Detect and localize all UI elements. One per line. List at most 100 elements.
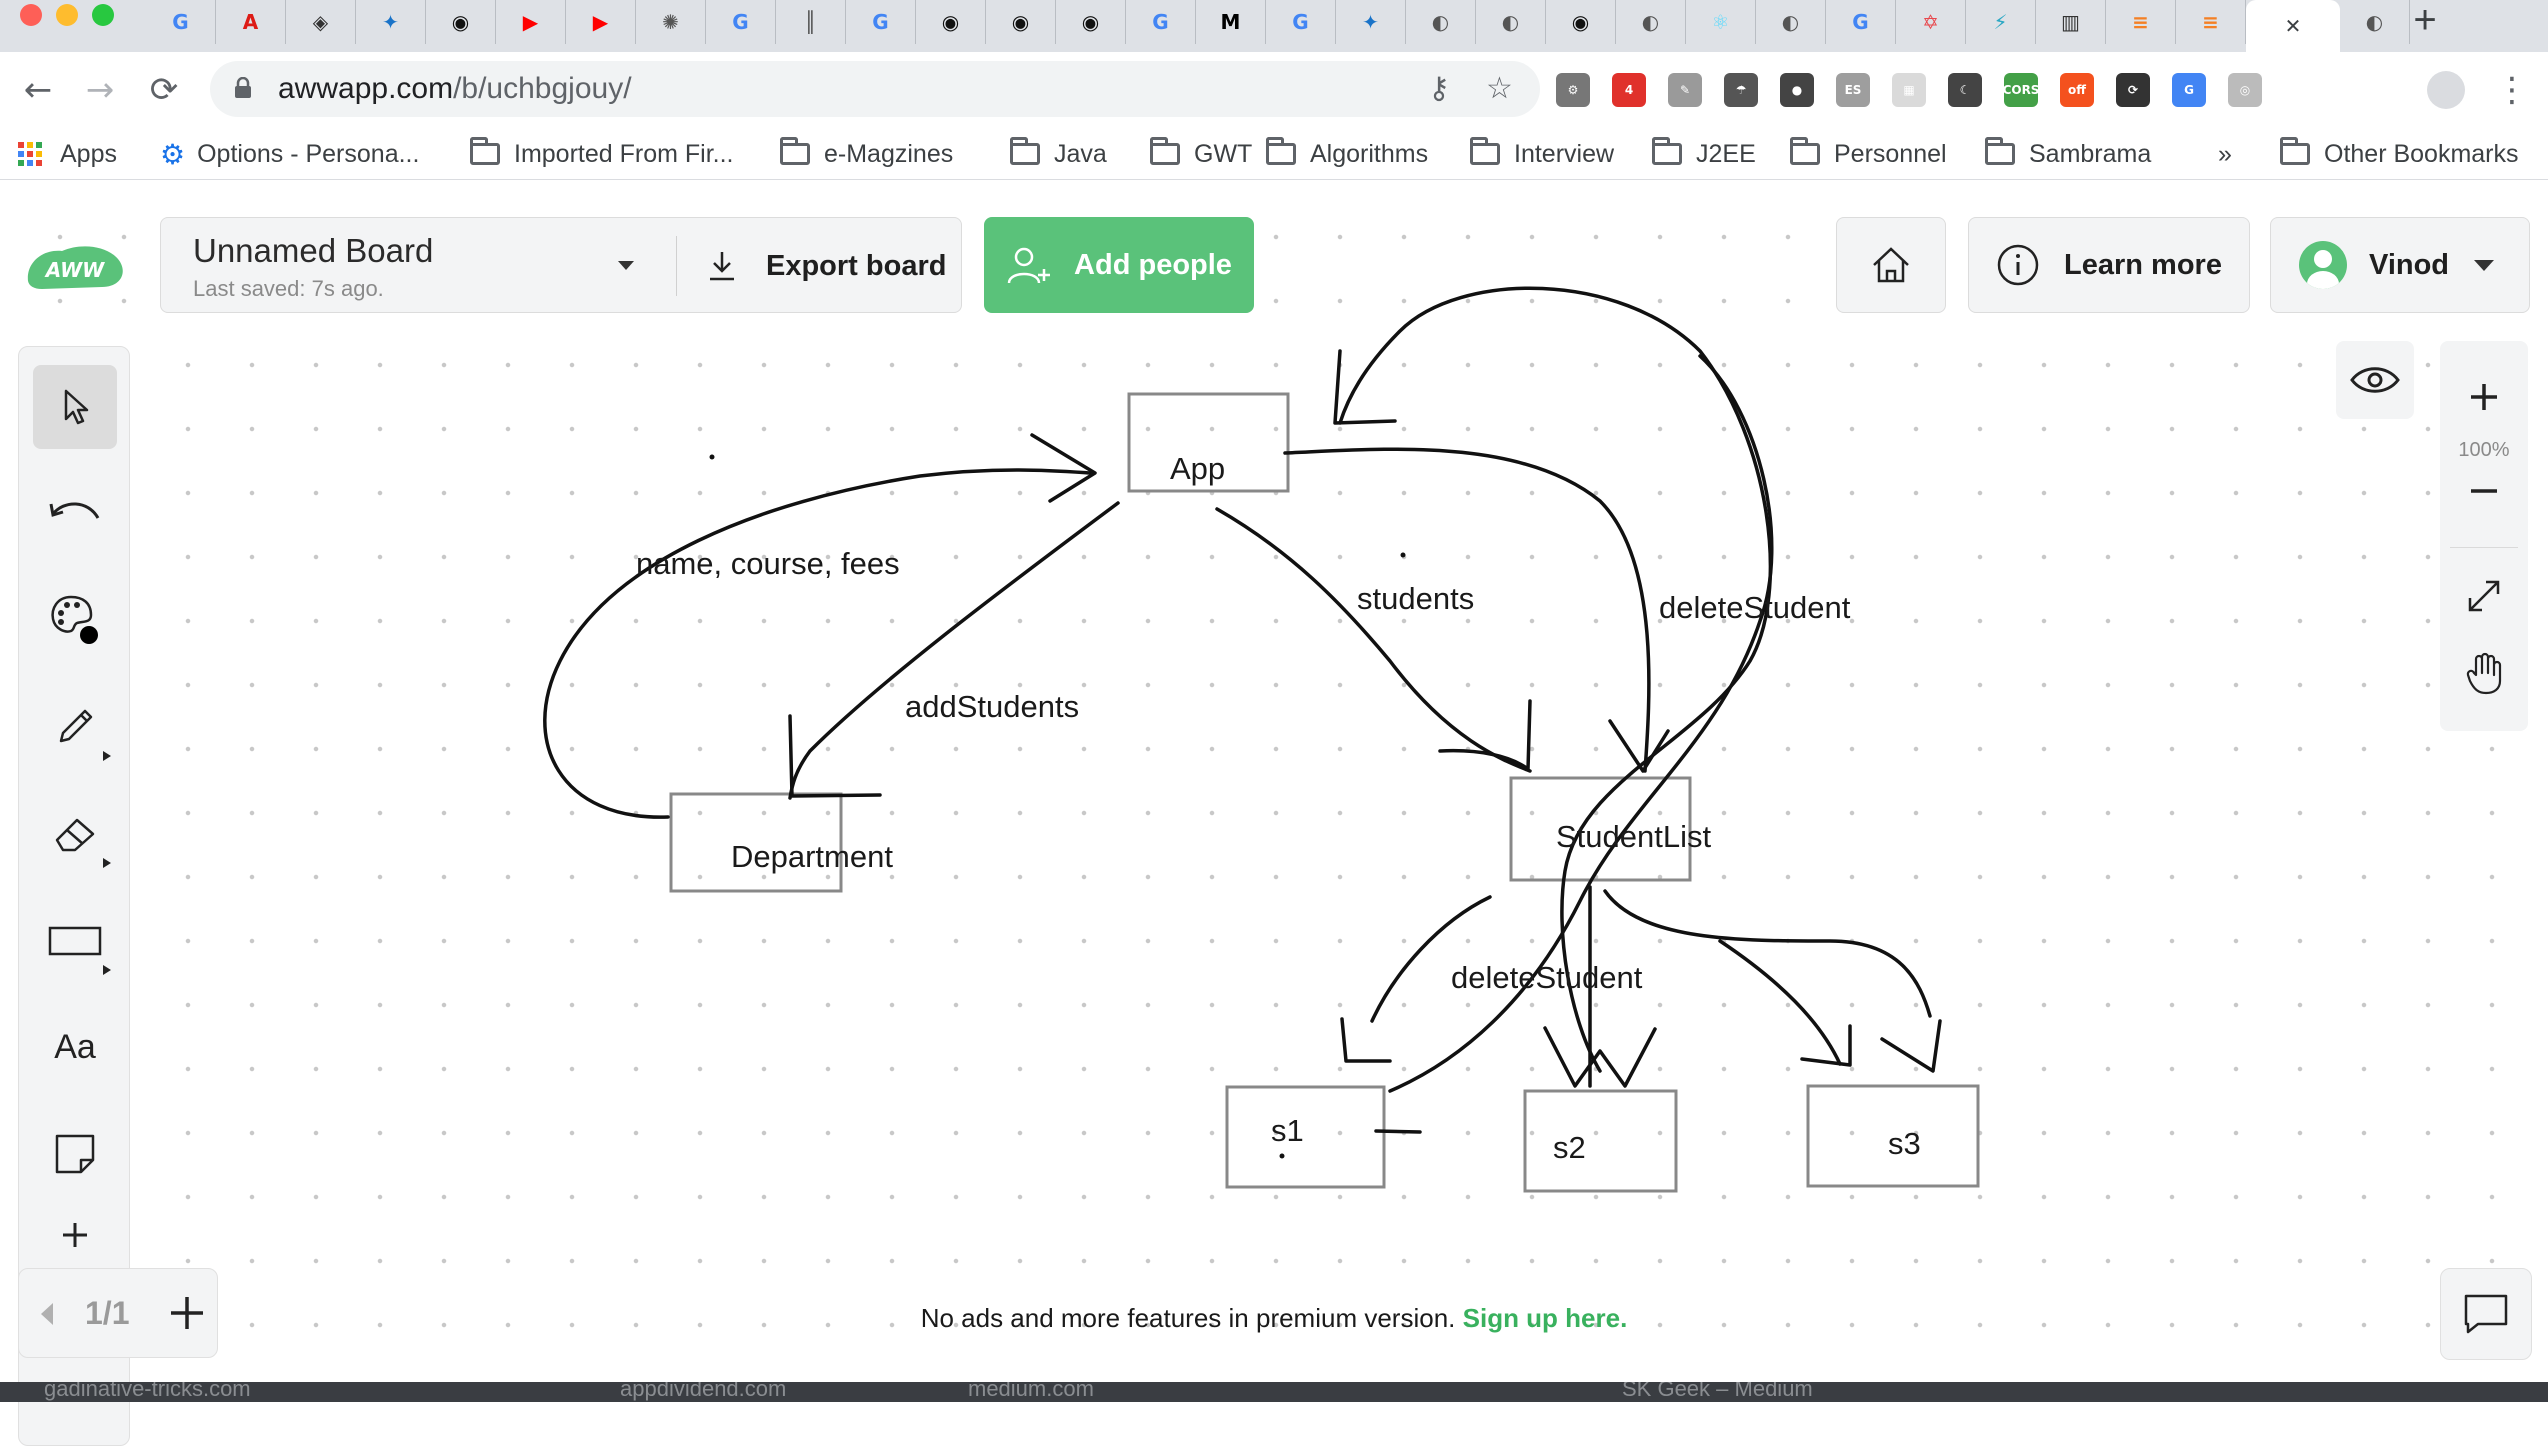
browser-tab[interactable]: ✦ xyxy=(356,0,426,44)
user-menu-button[interactable]: Vinod xyxy=(2270,217,2530,313)
chat-button[interactable] xyxy=(2440,1268,2532,1360)
select-tool[interactable] xyxy=(33,365,117,449)
bookmark-item[interactable]: Personnel xyxy=(1790,137,1947,170)
reload-button[interactable]: ⟳ xyxy=(149,70,179,110)
translate-extension-icon[interactable]: G xyxy=(2172,73,2206,107)
sticky-note-tool[interactable] xyxy=(33,1112,117,1196)
browser-tab[interactable]: ║ xyxy=(776,0,846,44)
browser-tab[interactable]: ◐ xyxy=(1756,0,1826,44)
browser-tab[interactable]: ◉ xyxy=(1056,0,1126,44)
browser-tab[interactable]: ▥ xyxy=(2036,0,2106,44)
browser-tab[interactable]: G xyxy=(146,0,216,44)
bookmark-item[interactable]: Imported From Fir... xyxy=(470,137,733,170)
view-mode-button[interactable] xyxy=(2336,341,2414,419)
target-extension-icon[interactable]: ◎ xyxy=(2228,73,2262,107)
bookmark-star-icon[interactable]: ☆ xyxy=(1486,71,1513,106)
other-bookmarks[interactable]: Other Bookmarks xyxy=(2280,137,2519,170)
grid-extension-icon[interactable]: ▦ xyxy=(1892,73,1926,107)
browser-tab[interactable]: ▶ xyxy=(566,0,636,44)
browser-tab[interactable]: ◈ xyxy=(286,0,356,44)
pencil-tool[interactable] xyxy=(33,685,117,769)
pan-tool-button[interactable] xyxy=(2454,643,2514,703)
window-close-button[interactable] xyxy=(20,4,42,26)
browser-tab[interactable]: ◉ xyxy=(916,0,986,44)
back-button[interactable]: ← xyxy=(23,70,53,110)
gear-extension-icon[interactable]: ⚙ xyxy=(1556,73,1590,107)
undo-button[interactable] xyxy=(33,471,117,555)
previous-page-icon[interactable] xyxy=(37,1299,57,1329)
browser-tab[interactable]: ◐ xyxy=(1616,0,1686,44)
browser-tab[interactable]: ▶ xyxy=(496,0,566,44)
bookmark-item[interactable]: Java xyxy=(1010,137,1107,170)
browser-tab[interactable]: G xyxy=(706,0,776,44)
color-picker-tool[interactable] xyxy=(33,577,117,661)
moon-extension-icon[interactable]: ☾ xyxy=(1948,73,1982,107)
forward-button[interactable]: → xyxy=(85,70,115,110)
browser-tab[interactable]: ≡ xyxy=(2106,0,2176,44)
board-name[interactable]: Unnamed Board xyxy=(193,232,434,269)
add-tool-button[interactable] xyxy=(33,1207,117,1247)
browser-tab[interactable]: G xyxy=(1826,0,1896,44)
key-icon[interactable]: ⚷ xyxy=(1428,71,1450,106)
browser-tab[interactable]: ◐ xyxy=(1406,0,1476,44)
chevron-down-icon[interactable] xyxy=(611,250,641,280)
bookmark-item[interactable]: GWT xyxy=(1150,137,1252,170)
browser-tab[interactable]: ⚡ xyxy=(1966,0,2036,44)
more-bookmarks-button[interactable]: » xyxy=(2218,139,2232,168)
whiteboard-canvas[interactable]: App Department StudentList s1 s2 s3 name… xyxy=(0,181,2548,1382)
off-extension-icon[interactable]: off xyxy=(2060,73,2094,107)
eye-icon xyxy=(2350,367,2400,393)
address-bar[interactable]: awwapp.com/b/uchbgjouy/ ⚷ ☆ xyxy=(210,61,1540,117)
browser-tab[interactable]: ✡ xyxy=(1896,0,1966,44)
shape-tool[interactable] xyxy=(33,899,117,983)
window-maximize-button[interactable] xyxy=(92,4,114,26)
zoom-out-button[interactable] xyxy=(2454,461,2514,521)
learn-more-button[interactable]: Learn more xyxy=(1968,217,2250,313)
browser-tab[interactable]: M xyxy=(1196,0,1266,44)
cors-extension-icon[interactable]: CORS xyxy=(2003,73,2039,107)
refresh-extension-icon[interactable]: ⟳ xyxy=(2116,73,2150,107)
bookmark-item[interactable]: J2EE xyxy=(1652,137,1756,170)
zoom-level: 100% xyxy=(2458,439,2510,461)
add-page-icon[interactable] xyxy=(167,1293,207,1333)
sign-up-link[interactable]: Sign up here. xyxy=(1462,1303,1628,1333)
bookmark-item[interactable]: Apps xyxy=(18,138,117,170)
fit-to-screen-button[interactable] xyxy=(2454,566,2514,626)
browser-tab[interactable]: G xyxy=(1126,0,1196,44)
circle-extension-icon[interactable]: ● xyxy=(1780,73,1814,107)
browser-tab[interactable]: ✺ xyxy=(636,0,706,44)
aww-logo[interactable]: AWW xyxy=(22,241,128,293)
browser-tab[interactable]: ◉ xyxy=(1546,0,1616,44)
bookmark-item[interactable]: Interview xyxy=(1470,137,1614,170)
eraser-tool[interactable] xyxy=(33,792,117,876)
note-extension-icon[interactable]: ✎ xyxy=(1668,73,1702,107)
es-extension-icon[interactable]: ES xyxy=(1836,73,1870,107)
text-tool[interactable]: Aa xyxy=(33,1005,117,1089)
home-button[interactable] xyxy=(1836,217,1946,313)
browser-tab[interactable]: ◐ xyxy=(2340,0,2410,44)
bookmark-item[interactable]: ⚙Options - Persona... xyxy=(160,138,419,171)
profile-avatar-icon[interactable] xyxy=(2418,62,2474,118)
umbrella-extension-icon[interactable]: ☂ xyxy=(1724,73,1758,107)
browser-tab[interactable]: ✦ xyxy=(1336,0,1406,44)
window-minimize-button[interactable] xyxy=(56,4,78,26)
tab-active[interactable]: ✕ xyxy=(2246,0,2340,52)
browser-tab[interactable]: ◉ xyxy=(426,0,496,44)
close-icon[interactable]: ✕ xyxy=(2284,14,2302,38)
browser-tab[interactable]: ◐ xyxy=(1476,0,1546,44)
browser-tab[interactable]: ≡ xyxy=(2176,0,2246,44)
browser-tab[interactable]: G xyxy=(1266,0,1336,44)
bookmark-item[interactable]: Sambrama xyxy=(1985,137,2151,170)
add-people-button[interactable]: Add people xyxy=(984,217,1254,313)
bookmark-item[interactable]: e-Magzines xyxy=(780,137,953,170)
browser-tab[interactable]: ⚛ xyxy=(1686,0,1756,44)
browser-tab[interactable]: A xyxy=(216,0,286,44)
bookmark-item[interactable]: Algorithms xyxy=(1266,137,1428,170)
new-tab-button[interactable]: + xyxy=(2413,0,2437,42)
shield-extension-icon[interactable]: 4 xyxy=(1612,73,1646,107)
export-board-button[interactable]: Export board xyxy=(706,236,946,296)
browser-tab[interactable]: G xyxy=(846,0,916,44)
browser-tab[interactable]: ◉ xyxy=(986,0,1056,44)
zoom-in-button[interactable] xyxy=(2454,367,2514,427)
browser-menu-icon[interactable]: ⋮ xyxy=(2495,70,2529,110)
